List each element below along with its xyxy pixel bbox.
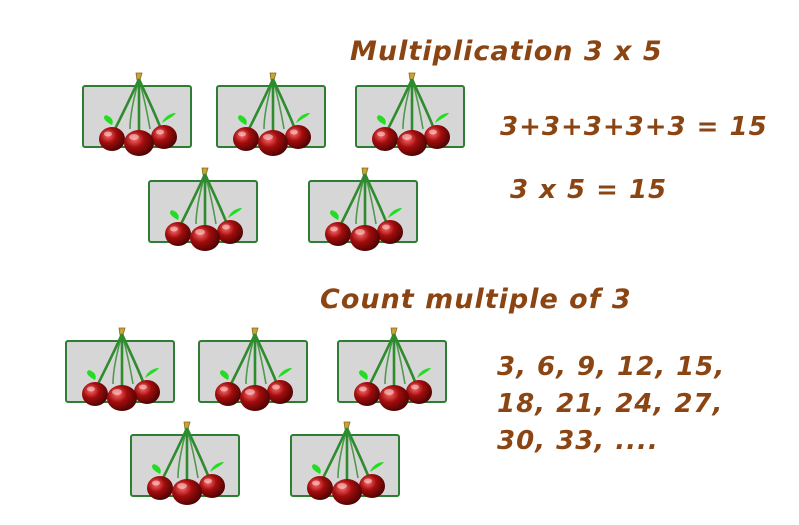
count-multiples-title: Count multiple of 3 <box>320 284 632 315</box>
cherry-card-6 <box>65 327 175 411</box>
cherry-bunch-icon <box>325 167 403 251</box>
cherry-card-3 <box>355 72 465 156</box>
cherry-card-9 <box>130 421 240 505</box>
cherry-card-2 <box>216 72 326 156</box>
cherry-card-7 <box>198 327 308 411</box>
cherry-card-5 <box>308 167 418 251</box>
cherry-bunch-icon <box>147 421 225 505</box>
cherry-card-4 <box>148 167 258 251</box>
cherry-bunch-icon <box>165 167 243 251</box>
cherry-bunch-icon <box>215 327 293 411</box>
cherry-card-8 <box>337 327 447 411</box>
cherry-bunch-icon <box>307 421 385 505</box>
addition-equation: 3+3+3+3+3 = 15 <box>500 112 768 142</box>
multiples-line-3: 30, 33, .... <box>497 426 659 456</box>
cherry-bunch-icon <box>99 72 177 156</box>
cherry-bunch-icon <box>82 327 160 411</box>
cherry-bunch-icon <box>233 72 311 156</box>
cherry-card-10 <box>290 421 400 505</box>
product-equation: 3 x 5 = 15 <box>510 175 668 205</box>
cherry-bunch-icon <box>372 72 450 156</box>
multiplication-title: Multiplication 3 x 5 <box>350 36 663 67</box>
multiples-line-2: 18, 21, 24, 27, <box>497 389 724 419</box>
multiples-line-1: 3, 6, 9, 12, 15, <box>497 352 726 382</box>
cherry-bunch-icon <box>354 327 432 411</box>
cherry-card-1 <box>82 72 192 156</box>
